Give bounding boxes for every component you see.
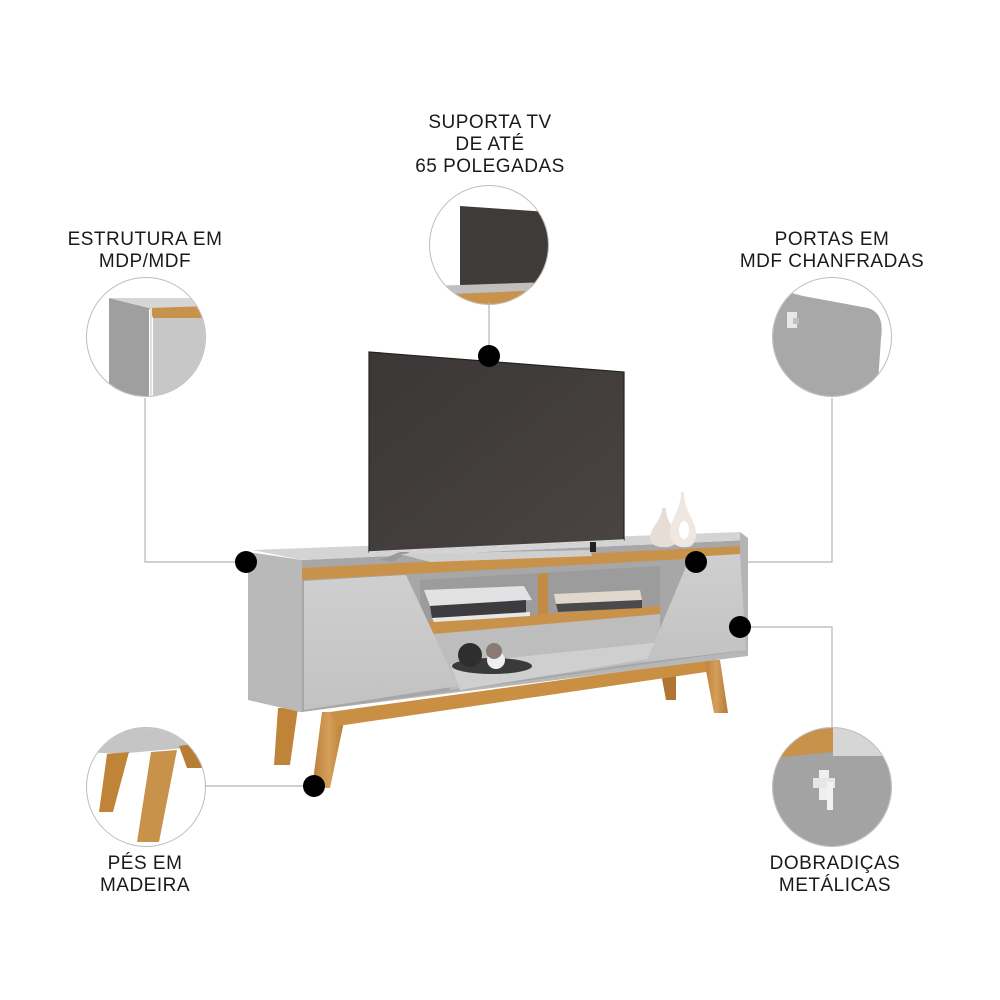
- detail-circle-legs: [86, 727, 206, 847]
- detail-circle-hinges: [772, 727, 892, 847]
- door-closeup-image: [773, 288, 882, 396]
- callout-label-doors: Portas em MDF chanfradas: [739, 229, 925, 272]
- wooden-legs: [274, 660, 728, 788]
- callout-label-legs: Pés em madeira: [99, 853, 191, 896]
- callout-dot-legs[interactable]: [303, 775, 325, 797]
- callout-label-hinges: Dobradiças metálicas: [769, 853, 901, 896]
- callout-dot-doors[interactable]: [685, 551, 707, 573]
- shelf-items: [424, 586, 642, 674]
- callout-dot-hinges[interactable]: [729, 616, 751, 638]
- chamfered-doors: [304, 554, 746, 710]
- callout-label-tv: Suporta TV de até 65 polegadas: [415, 112, 565, 177]
- vases: [650, 492, 696, 548]
- detail-circle-tv: [429, 185, 549, 305]
- tv-closeup-image: [430, 206, 548, 304]
- detail-circle-doors: [772, 277, 892, 397]
- hinge-closeup-image: [773, 728, 891, 846]
- television: [368, 351, 625, 562]
- callout-dot-structure[interactable]: [235, 551, 257, 573]
- callout-dot-tv[interactable]: [478, 345, 500, 367]
- callout-label-structure: Estrutura em MDP/MDF: [67, 229, 223, 272]
- detail-circle-structure: [86, 277, 206, 397]
